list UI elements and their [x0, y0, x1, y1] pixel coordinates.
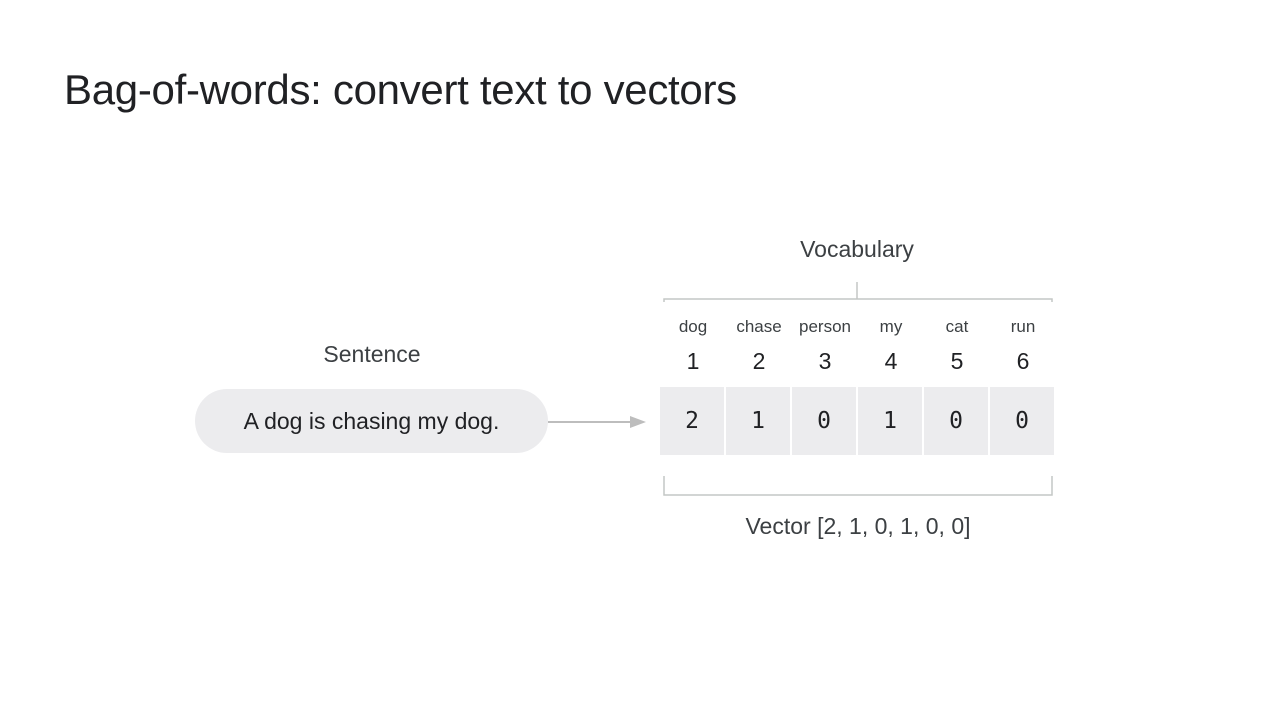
vector-cell: 1 — [858, 387, 922, 455]
vocabulary-index: 6 — [1016, 348, 1030, 374]
sentence-text: A dog is chasing my dog. — [243, 407, 500, 434]
vocabulary-index: 1 — [686, 348, 700, 374]
vocabulary-word: my — [879, 317, 903, 336]
vocabulary-item: person 3 — [792, 316, 858, 375]
vocabulary-label: Vocabulary — [800, 236, 914, 262]
vocabulary-bracket — [663, 282, 1053, 302]
sentence-label: Sentence — [323, 341, 421, 367]
vocabulary-item: dog 1 — [660, 316, 726, 375]
vocabulary-word: chase — [736, 317, 782, 336]
vocabulary-item: cat 5 — [924, 316, 990, 375]
vector-label: Vector [2, 1, 0, 1, 0, 0] — [745, 513, 971, 539]
vector-bracket — [663, 476, 1053, 496]
vector-cell: 0 — [924, 387, 988, 455]
slide-title: Bag-of-words: convert text to vectors — [64, 66, 737, 113]
vocabulary-word: dog — [678, 317, 708, 336]
sentence-pill: A dog is chasing my dog. — [195, 389, 548, 453]
vocabulary-index: 5 — [950, 348, 964, 374]
vocabulary-item: chase 2 — [726, 316, 792, 375]
vocabulary-index: 2 — [752, 348, 766, 374]
vocabulary-index: 4 — [884, 348, 898, 374]
vector-cell: 0 — [990, 387, 1054, 455]
vector-cell: 0 — [792, 387, 856, 455]
vector-cell: 2 — [660, 387, 724, 455]
vocabulary-list: dog 1 chase 2 person 3 my 4 cat 5 run 6 — [660, 316, 1056, 375]
vocabulary-item: my 4 — [858, 316, 924, 375]
vocabulary-word: cat — [945, 317, 969, 336]
vector-cell: 1 — [726, 387, 790, 455]
vector-cells: 2 1 0 1 0 0 — [660, 387, 1056, 455]
vocabulary-item: run 6 — [990, 316, 1056, 375]
vocabulary-word: person — [799, 317, 851, 336]
arrow-right-icon — [548, 416, 646, 428]
vocabulary-index: 3 — [818, 348, 832, 374]
vocabulary-word: run — [1010, 317, 1036, 336]
